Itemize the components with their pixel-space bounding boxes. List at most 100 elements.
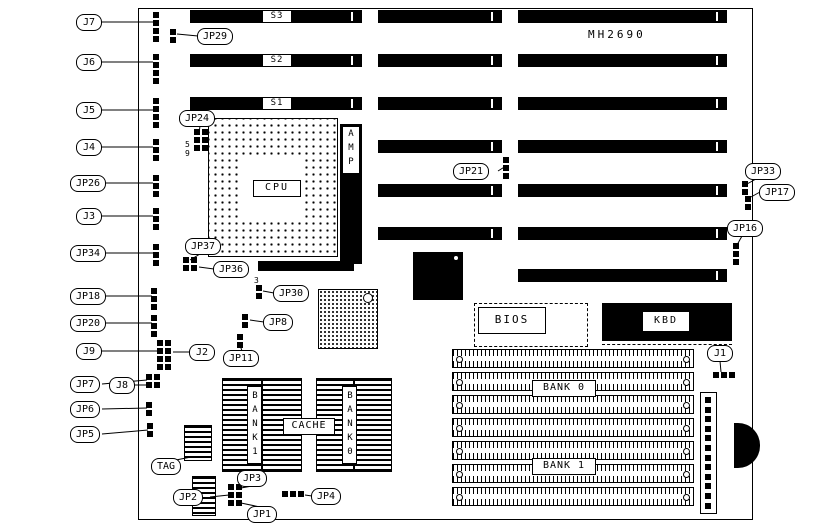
simm-hole xyxy=(683,424,690,432)
simm-slot xyxy=(452,418,694,437)
j1-jumper xyxy=(729,372,735,378)
simm-bank0-label: BANK 0 xyxy=(532,380,596,397)
jp4-jumper xyxy=(298,491,304,497)
isa-slot xyxy=(518,269,727,282)
chipset-chip xyxy=(413,252,463,300)
isa-slot xyxy=(378,10,502,23)
callout-jp2: JP2 xyxy=(173,489,204,506)
board-model-text: MH2690 xyxy=(588,28,646,41)
jp21-jumper xyxy=(503,165,509,171)
plcc-socket-chip xyxy=(318,289,378,349)
jp36-jp37-header xyxy=(183,265,189,271)
jp16-jumper xyxy=(733,251,739,257)
power-pin xyxy=(705,397,711,403)
board-outline xyxy=(138,8,753,520)
power-pin xyxy=(705,425,711,432)
callout-jp30: JP30 xyxy=(273,285,310,302)
jp4-jumper xyxy=(282,491,288,497)
isa-slot xyxy=(518,10,727,23)
jp21-jumper xyxy=(503,173,509,179)
cache-bank0-vertical-label: BANK0 xyxy=(342,386,357,464)
jp4-jumper xyxy=(290,491,296,497)
j6-connector xyxy=(153,70,159,76)
slot-label-s3: S3 xyxy=(262,10,292,23)
j4-connector xyxy=(153,147,159,153)
slot-label-s1: S1 xyxy=(262,97,292,110)
isa-slot xyxy=(378,97,502,110)
simm-hole xyxy=(683,447,690,455)
jp36-jp37-header xyxy=(191,265,197,271)
jp20-jumper xyxy=(151,331,157,337)
jp5-jumper xyxy=(147,423,153,429)
cpu-label: CPU xyxy=(253,180,301,197)
callout-jp21: JP21 xyxy=(453,163,490,180)
power-pin xyxy=(705,483,711,490)
callout-jp26: JP26 xyxy=(70,175,107,192)
j9-header xyxy=(157,348,163,354)
jp34-jumper xyxy=(153,244,159,250)
j1-jumper xyxy=(713,372,719,378)
power-pin xyxy=(705,493,711,499)
jp20-jumper xyxy=(151,315,157,321)
jp16-jumper xyxy=(733,243,739,249)
j9-header xyxy=(165,356,171,362)
j7-connector xyxy=(153,36,159,42)
jp24-header xyxy=(202,145,208,151)
jp29-jumper xyxy=(170,37,176,43)
isa-slot xyxy=(518,54,727,67)
jp33-jumper xyxy=(742,181,748,187)
cache-bank1-vertical-label: BANK1 xyxy=(247,386,262,464)
jp18-jumper xyxy=(151,304,157,310)
power-pin xyxy=(705,473,711,480)
jp18-jumper xyxy=(151,296,157,302)
jp17-jumper xyxy=(745,196,751,202)
cache-chip xyxy=(354,378,392,472)
power-pin xyxy=(705,502,711,509)
pin-number-text: 5 xyxy=(185,140,190,149)
isa-slot xyxy=(518,227,727,240)
callout-jp6: JP6 xyxy=(70,401,101,418)
simm-hole xyxy=(456,493,463,501)
simm-hole xyxy=(456,470,463,478)
cpu-lever-bar xyxy=(258,261,354,271)
simm-hole xyxy=(456,355,463,363)
j4-connector xyxy=(153,155,159,161)
jp11-jumper xyxy=(237,342,243,348)
callout-tag: TAG xyxy=(151,458,182,475)
jp7-j8-header xyxy=(154,374,160,380)
callout-jp18: JP18 xyxy=(70,288,107,305)
jp30-jumper xyxy=(256,293,262,299)
callout-jp29: JP29 xyxy=(197,28,234,45)
jp24-header xyxy=(194,145,200,151)
callout-jp20: JP20 xyxy=(70,315,107,332)
j9-header xyxy=(157,364,163,370)
callout-jp4: JP4 xyxy=(311,488,342,505)
callout-j6: J6 xyxy=(76,54,102,71)
keyboard-din-connector xyxy=(734,423,760,468)
callout-jp1: JP1 xyxy=(247,506,278,523)
j9-header xyxy=(165,364,171,370)
jp21-jumper xyxy=(503,157,509,163)
isa-slot xyxy=(518,97,727,110)
isa-slot xyxy=(378,54,502,67)
isa-slot xyxy=(518,140,727,153)
jp7-j8-header xyxy=(146,374,152,380)
simm-bank1-label: BANK 1 xyxy=(532,458,596,475)
jp36-jp37-header xyxy=(183,257,189,263)
jp1-jp2-jp3-header xyxy=(236,492,242,498)
j5-connector xyxy=(153,122,159,128)
isa-slot xyxy=(378,184,502,197)
j5-connector xyxy=(153,98,159,104)
power-pin xyxy=(705,445,711,451)
jp1-jp2-jp3-header xyxy=(228,492,234,498)
j7-connector xyxy=(153,28,159,34)
jp6-jumper xyxy=(146,402,152,408)
j6-connector xyxy=(153,78,159,84)
callout-j8: J8 xyxy=(109,377,135,394)
callout-jp17: JP17 xyxy=(759,184,796,201)
jp36-jp37-header xyxy=(191,257,197,263)
j9-header xyxy=(165,348,171,354)
simm-slot xyxy=(452,487,694,506)
simm-hole xyxy=(683,470,690,478)
